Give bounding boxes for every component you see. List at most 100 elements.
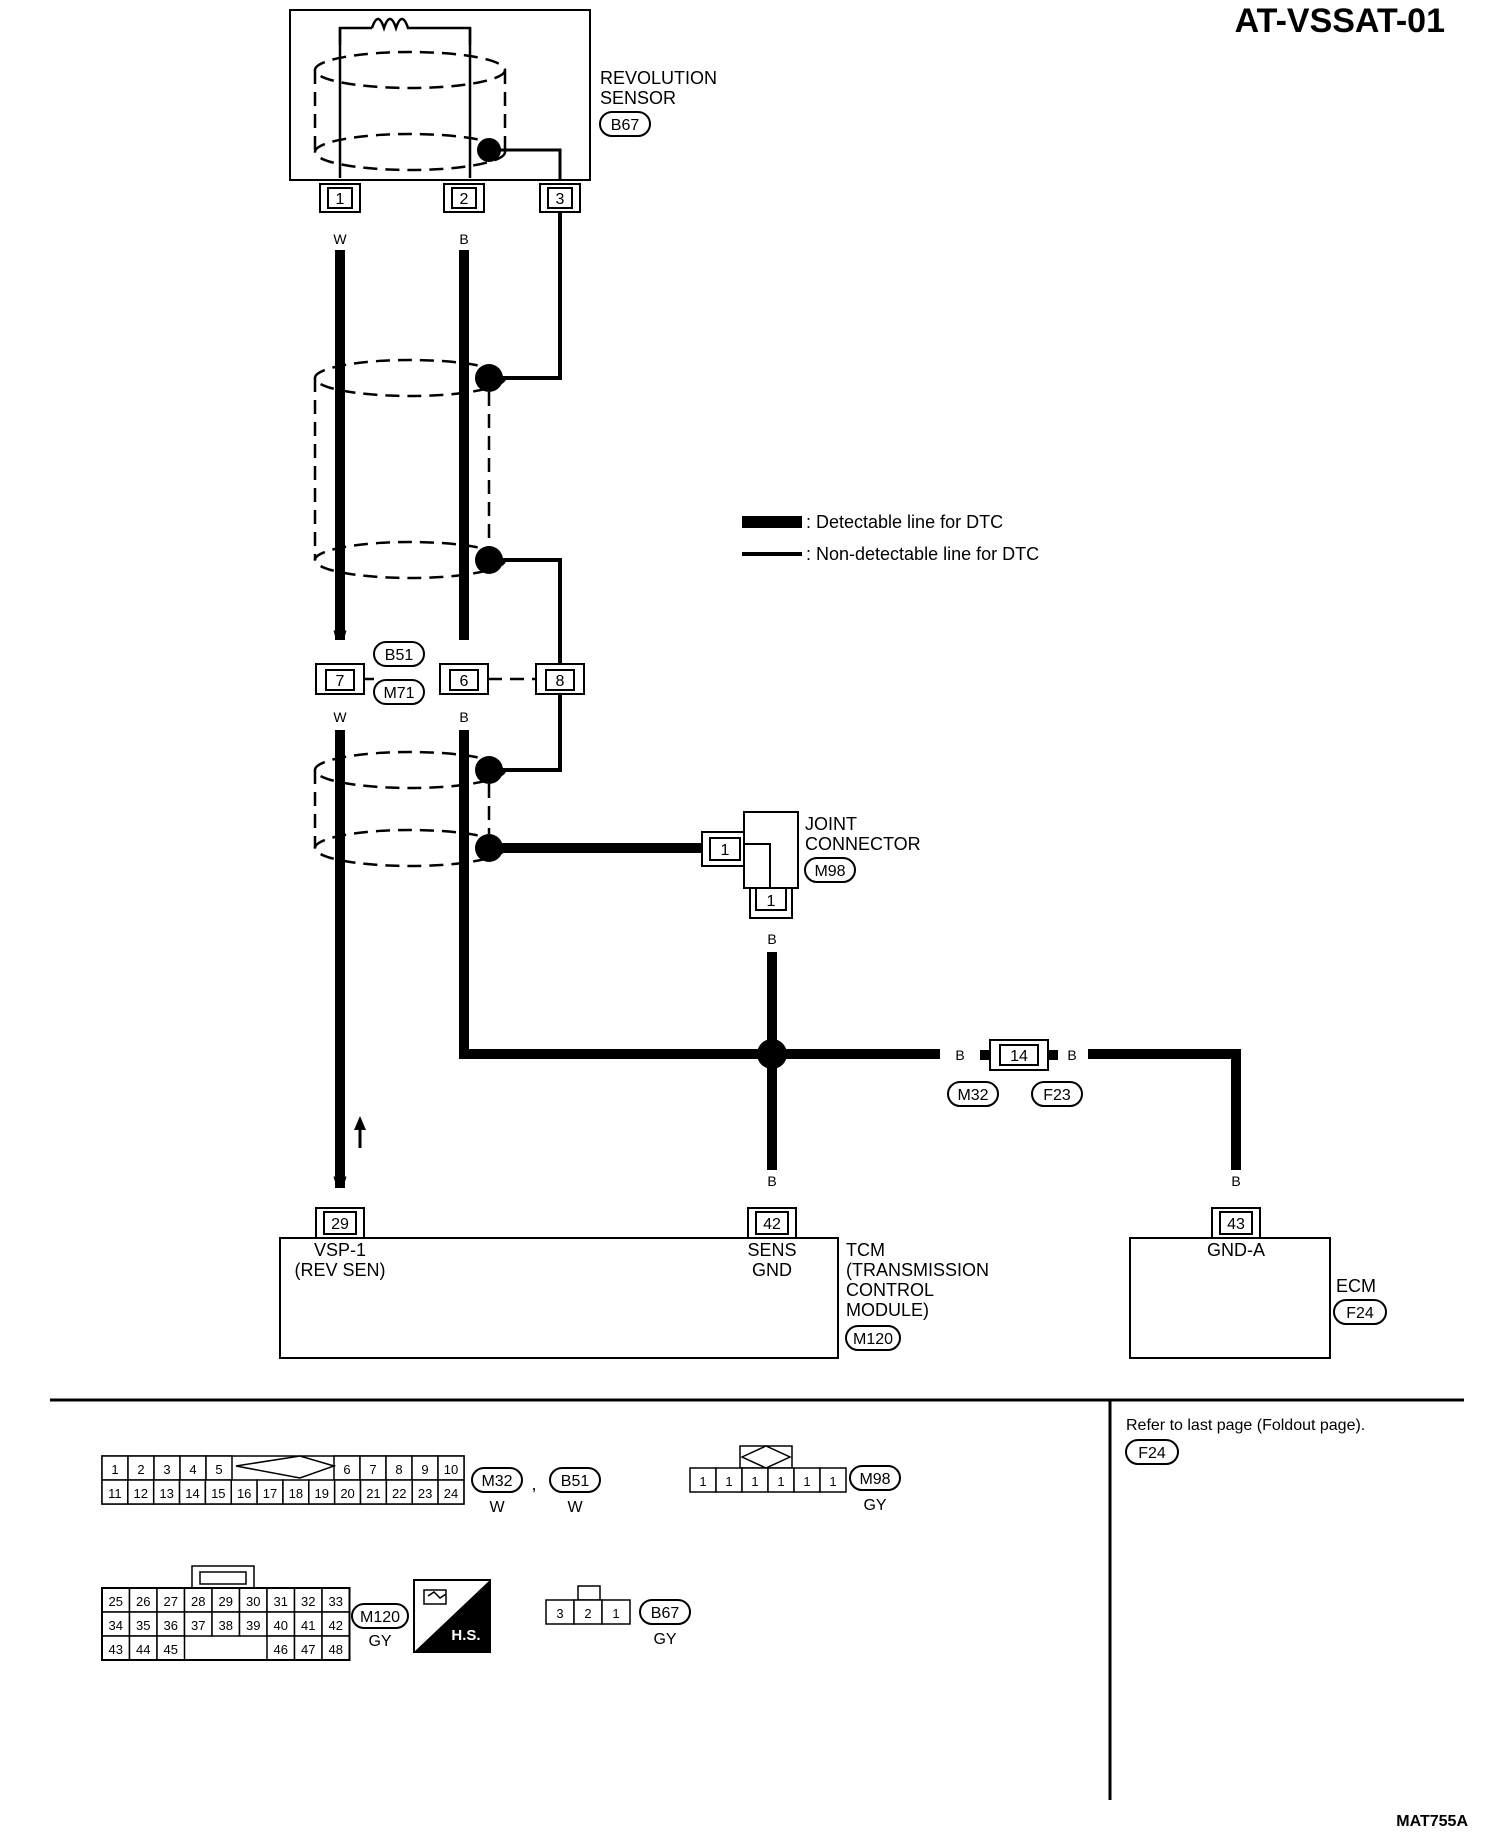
m120-pin-number: 47	[301, 1642, 315, 1657]
m120-pin-number: 46	[274, 1642, 288, 1657]
m32-pin-number: 5	[215, 1462, 222, 1477]
m32-pin-number: 22	[392, 1486, 406, 1501]
svg-text:8: 8	[556, 673, 565, 690]
m32-pin-number: 23	[418, 1486, 432, 1501]
tcm-label-4: MODULE)	[846, 1300, 929, 1320]
m32-pin-number: 13	[159, 1486, 173, 1501]
wire-color-ecm: B	[1231, 1173, 1240, 1189]
svg-text:1: 1	[336, 191, 345, 208]
tcm-pin-42: 42	[763, 1216, 781, 1233]
svg-text:W: W	[567, 1499, 583, 1516]
harness-side-icon: H.S.	[413, 1579, 491, 1653]
m98-pin-number: 1	[725, 1474, 732, 1489]
b67-pin-cell	[601, 1599, 631, 1625]
m32-pin-cell	[205, 1455, 233, 1481]
m120-pin-cell	[266, 1635, 296, 1661]
m120-pin-number: 32	[301, 1594, 315, 1609]
connector-tag-m32	[947, 1081, 999, 1107]
b67-pin-number: 3	[556, 1606, 563, 1621]
ecm-label: ECM	[1336, 1276, 1376, 1296]
sensor-pin-2: 2	[443, 183, 485, 213]
face-id-m98: M98	[859, 1471, 890, 1488]
intermediate-pin-7: 7	[315, 663, 365, 695]
m32-pin-cell	[385, 1479, 413, 1505]
m120-pin-number: 39	[246, 1618, 260, 1633]
tcm-label: TCM	[846, 1240, 885, 1260]
legend-detectable: : Detectable line for DTC	[806, 512, 1003, 532]
wire-color-b-mid2: B	[459, 709, 468, 725]
connector-tag-f24	[1333, 1299, 1387, 1325]
m32-pin-cell	[308, 1479, 336, 1505]
joint-connector: 1 1	[701, 811, 799, 919]
m120-outline	[101, 1587, 351, 1661]
m32-pin-number: 16	[237, 1486, 251, 1501]
svg-text:F23: F23	[1043, 1087, 1071, 1104]
tcm-pin-29: 29	[331, 1216, 349, 1233]
revolution-sensor-label: REVOLUTION	[600, 68, 717, 88]
m120-pin-number: 28	[191, 1594, 205, 1609]
connector-tag-f23	[1031, 1081, 1083, 1107]
figure-code: MAT755A	[1396, 1813, 1468, 1830]
m32-pin-cell	[204, 1479, 232, 1505]
svg-text:M71: M71	[383, 685, 414, 702]
sensor-pin-3: 3	[539, 183, 581, 213]
m120-pin-cell	[293, 1635, 323, 1661]
diagram-id: AT-VSSAT-01	[1235, 2, 1445, 40]
face-id-b51: B51	[561, 1473, 590, 1490]
m32-pin-number: 20	[340, 1486, 354, 1501]
m32-pin-number: 21	[366, 1486, 380, 1501]
m98-pin-number: 1	[777, 1474, 784, 1489]
joint-pin-in: 1	[721, 842, 730, 859]
svg-text:GY: GY	[653, 1631, 676, 1648]
svg-text:F24: F24	[1346, 1305, 1374, 1322]
m120-pin-number: 33	[329, 1594, 343, 1609]
ecm-pin-43: 43	[1227, 1216, 1245, 1233]
ecm-module: 43 GND-A	[1129, 1207, 1331, 1359]
m120-pin-number: 25	[109, 1594, 123, 1609]
face-id-b67: B67	[651, 1605, 680, 1622]
m32-pin-number: 15	[211, 1486, 225, 1501]
m32-pin-number: 4	[189, 1462, 196, 1477]
m120-pin-number: 27	[164, 1594, 178, 1609]
m32-pin-number: 11	[108, 1486, 122, 1501]
m98-pin-number: 1	[803, 1474, 810, 1489]
svg-text:3: 3	[556, 191, 565, 208]
m120-pin-number: 45	[164, 1642, 178, 1657]
tcm-module: 29 42 VSP-1 (REV SEN) SENS GND	[279, 1207, 839, 1359]
svg-text:VSP-1: VSP-1	[314, 1240, 366, 1260]
m32-pin-number: 7	[369, 1462, 376, 1477]
wire-color-w-top: W	[333, 231, 347, 247]
revolution-sensor-label-2: SENSOR	[600, 88, 676, 108]
m120-pin-cell	[211, 1611, 241, 1637]
m32-pin-number: 18	[289, 1486, 303, 1501]
wire-b-lower	[459, 730, 778, 1059]
m32-pin-number: 2	[137, 1462, 144, 1477]
m32-pin-cell	[152, 1479, 181, 1505]
svg-text:(REV SEN): (REV SEN)	[294, 1260, 385, 1280]
wire-color-w-mid2: W	[333, 709, 347, 725]
m120-pin-number: 38	[219, 1618, 233, 1633]
svg-text:6: 6	[460, 673, 469, 690]
m32-pin-number: 17	[263, 1486, 277, 1501]
m120-pin-cell	[293, 1611, 323, 1637]
ecm-pin-label: GND-A	[1207, 1240, 1265, 1260]
m32-pin-number: 3	[163, 1462, 170, 1477]
svg-text:F24: F24	[1138, 1445, 1166, 1462]
sensor-pin-1: 1	[319, 183, 361, 213]
svg-text:GY: GY	[863, 1497, 886, 1514]
m98-pin-number: 1	[829, 1474, 836, 1489]
face-id-m120: M120	[360, 1609, 400, 1626]
svg-text:GY: GY	[368, 1633, 391, 1650]
m32-pin-number: 14	[185, 1486, 199, 1501]
intermediate-pin-8: 8	[535, 663, 585, 695]
wire-color-f23-right: B	[1067, 1047, 1076, 1063]
b67-pin-number: 2	[584, 1606, 591, 1621]
m120-pin-number: 36	[164, 1618, 178, 1633]
svg-text:M120: M120	[853, 1331, 893, 1348]
ground-pin-14: 14	[980, 1039, 1058, 1071]
m120-pin-cell	[156, 1611, 186, 1637]
svg-text:SENS: SENS	[747, 1240, 796, 1260]
